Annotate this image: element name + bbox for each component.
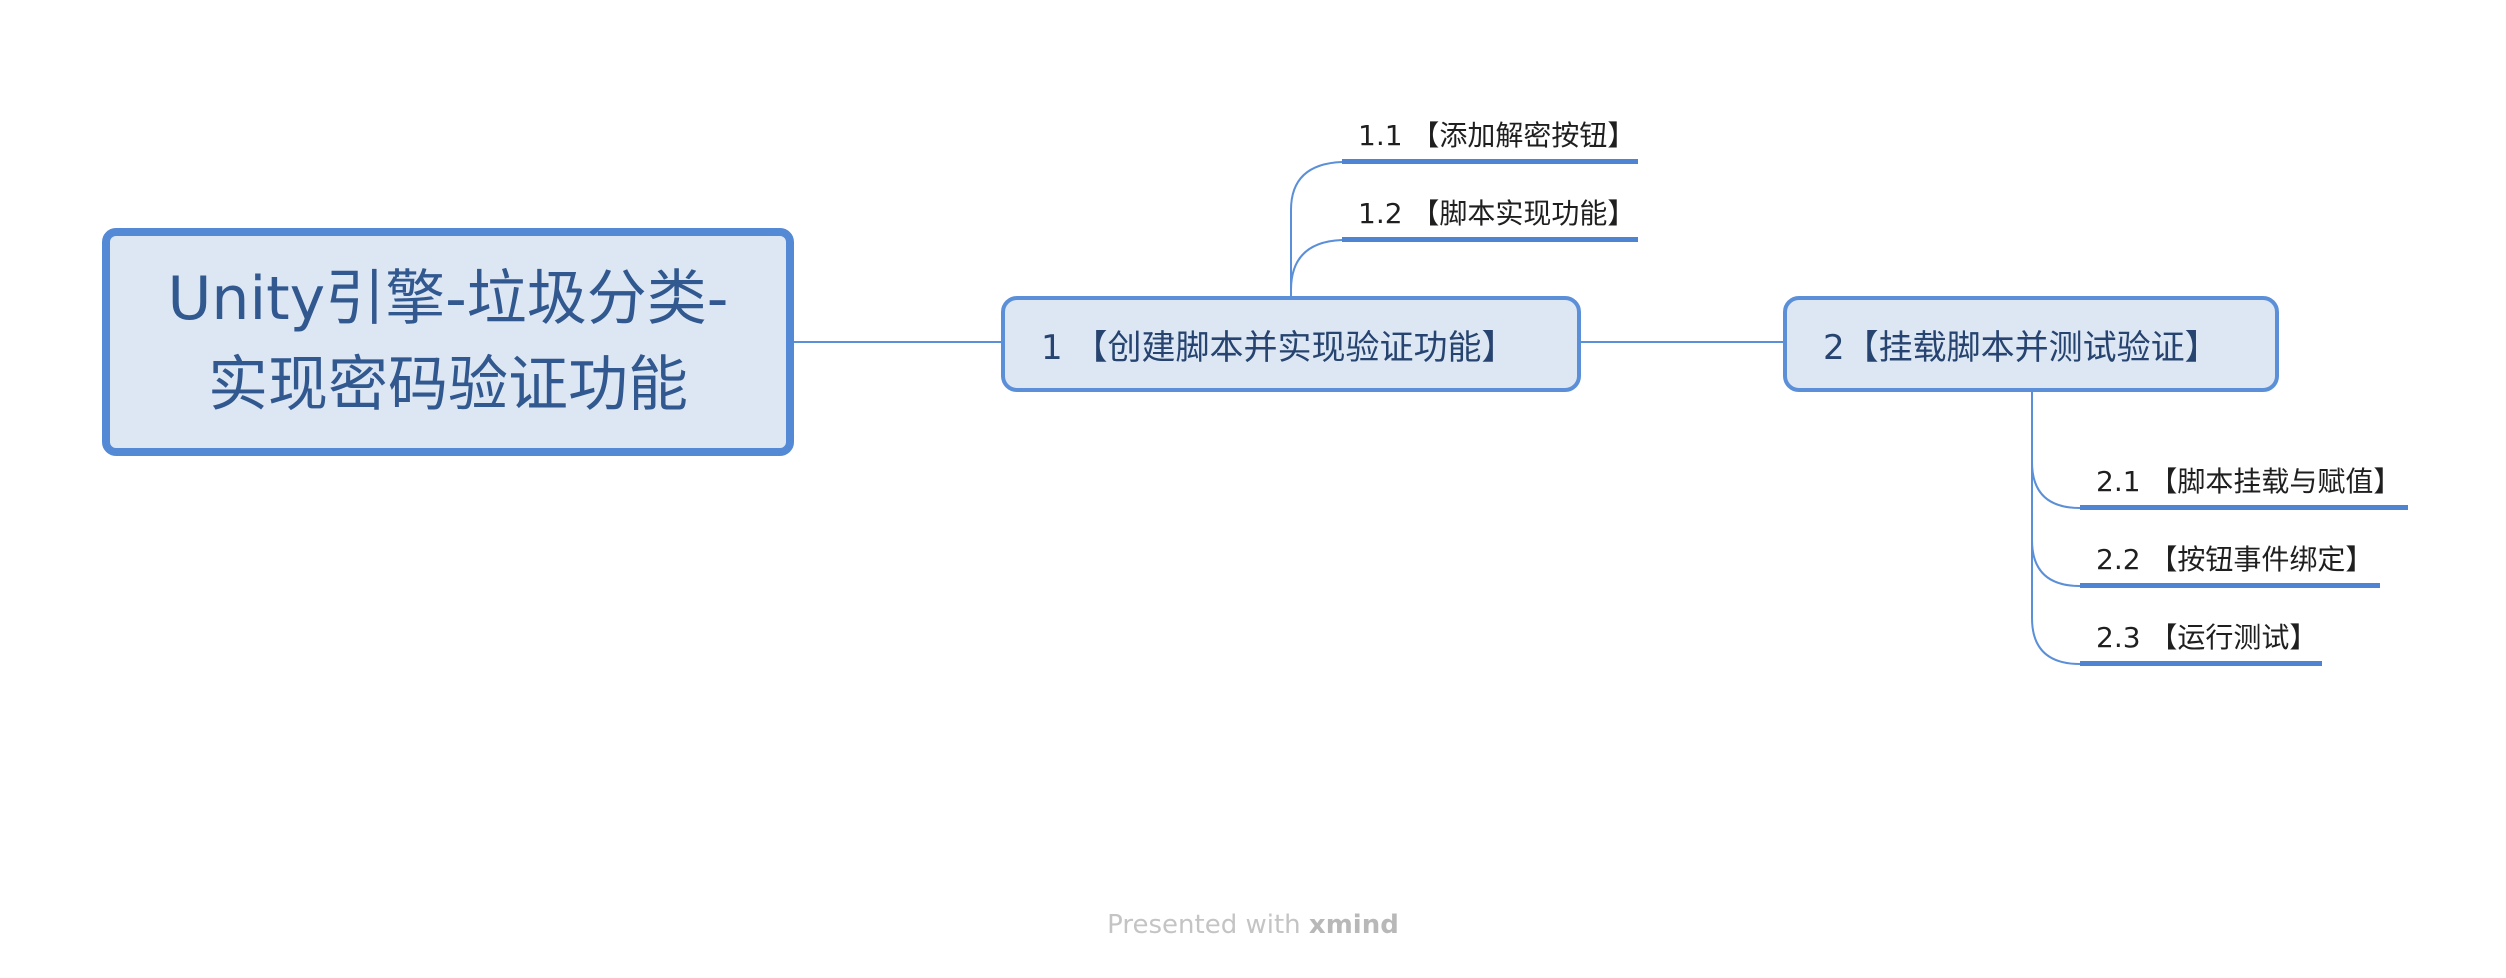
central-topic-title: Unity引擎-垃圾分类-实现密码验证功能 xyxy=(167,264,729,420)
main-topic-1-label: 1 【创建脚本并实现验证功能】 xyxy=(1041,328,1516,368)
subtopic-2-3[interactable]: 2.3 【运行测试】 xyxy=(2080,618,2322,666)
subtopic-1-1[interactable]: 1.1 【添加解密按钮】 xyxy=(1342,116,1638,164)
footer-prefix: Presented with xyxy=(1107,910,1301,940)
subtopic-2-1[interactable]: 2.1 【脚本挂载与赋值】 xyxy=(2080,462,2408,510)
xmind-brand: xmind xyxy=(1308,910,1399,940)
central-topic[interactable]: Unity引擎-垃圾分类-实现密码验证功能 xyxy=(102,228,794,456)
main-topic-1[interactable]: 1 【创建脚本并实现验证功能】 xyxy=(1001,296,1581,392)
subtopic-2-2[interactable]: 2.2 【按钮事件绑定】 xyxy=(2080,540,2380,588)
main-topic-2[interactable]: 2【挂载脚本并测试验证】 xyxy=(1783,296,2279,392)
main-topic-2-label: 2【挂载脚本并测试验证】 xyxy=(1823,328,2219,368)
subtopic-1-2[interactable]: 1.2 【脚本实现功能】 xyxy=(1342,194,1638,242)
presented-with-footer: Presented with xmind xyxy=(0,910,2506,940)
